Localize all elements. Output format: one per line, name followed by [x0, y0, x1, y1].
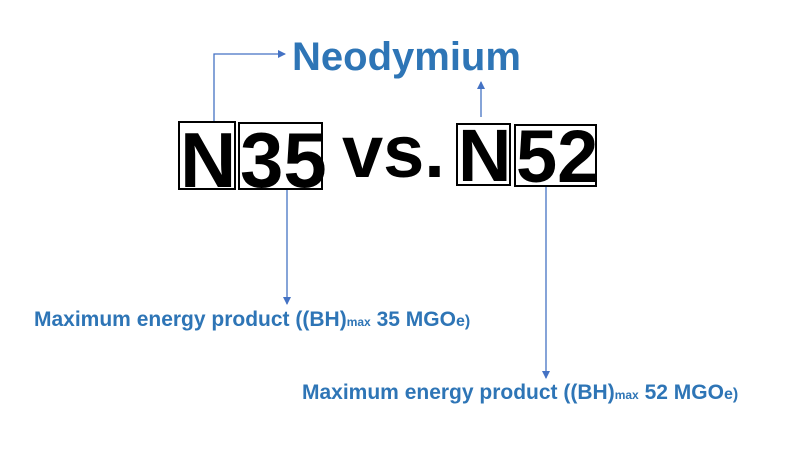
- box-grade-right: 52: [514, 120, 598, 194]
- vs-separator: vs.: [342, 110, 445, 193]
- grade-left: 35: [240, 116, 327, 204]
- title-neodymium: Neodymium: [292, 35, 521, 79]
- box-grade-left: 35: [238, 121, 327, 199]
- label-n52-energy: Maximum energy product ((BH)max 52 MGOe): [302, 381, 739, 404]
- label-n35-energy: Maximum energy product ((BH)max 35 MGOe): [34, 308, 471, 331]
- box-n-right: N: [456, 119, 511, 193]
- prefix-right: N: [458, 114, 512, 197]
- prefix-left: N: [180, 116, 237, 204]
- box-n-left: N: [178, 121, 236, 199]
- arrow-n-to-neodymium: [213, 50, 286, 121]
- grade-right: 52: [516, 115, 599, 198]
